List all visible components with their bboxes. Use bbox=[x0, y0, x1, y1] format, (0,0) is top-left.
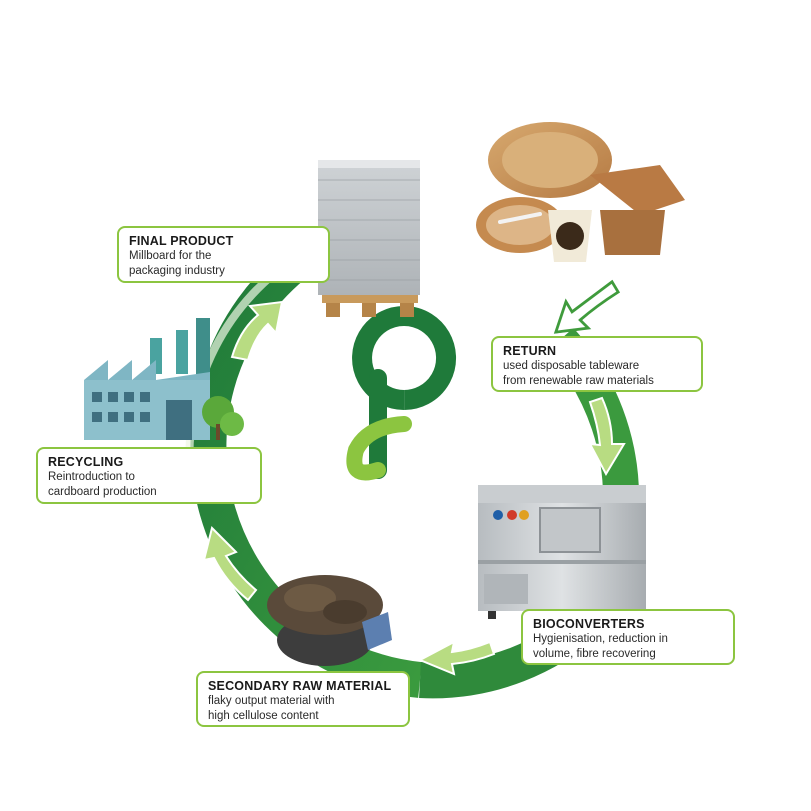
stage-desc-line1: Hygienisation, reduction in bbox=[533, 633, 668, 645]
arrow-left-lower-icon bbox=[417, 640, 496, 676]
factory-icon bbox=[84, 318, 244, 440]
stage-desc-line2: from renewable raw materials bbox=[503, 375, 654, 387]
flow-arrows bbox=[202, 279, 626, 676]
stage-title: BIOCONVERTERS bbox=[533, 617, 645, 631]
stage-desc-line2: high cellulose content bbox=[208, 710, 319, 722]
logo-icon bbox=[346, 306, 457, 481]
stage-desc-line1: used disposable tableware bbox=[503, 360, 640, 372]
fibre-in-hands-icon bbox=[267, 575, 392, 666]
stage-card-recycling: RECYCLING Reintroduction to cardboard pr… bbox=[36, 447, 262, 504]
stage-desc-line1: Millboard for the bbox=[129, 250, 212, 262]
stage-card-bioconverters: BIOCONVERTERS Hygienisation, reduction i… bbox=[521, 609, 735, 665]
stage-desc-line1: Reintroduction to bbox=[48, 471, 135, 483]
stage-desc-line2: cardboard production bbox=[48, 486, 157, 498]
stage-desc-line1: flaky output material with bbox=[208, 695, 335, 707]
tableware-icon bbox=[476, 122, 685, 262]
arrow-down-right-icon bbox=[588, 396, 626, 477]
stage-card-final-product: FINAL PRODUCT Millboard for the packagin… bbox=[117, 226, 330, 283]
stage-desc-line2: volume, fibre recovering bbox=[533, 648, 656, 660]
stage-desc-line2: packaging industry bbox=[129, 265, 225, 277]
arrow-up-left-icon bbox=[230, 300, 284, 362]
arrow-up-left-lower-icon bbox=[202, 526, 258, 602]
arrow-return-curve-icon bbox=[553, 279, 621, 334]
stage-title: RECYCLING bbox=[48, 455, 124, 469]
stage-title: FINAL PRODUCT bbox=[129, 234, 234, 248]
stage-title: SECONDARY RAW MATERIAL bbox=[208, 679, 392, 693]
stage-title: RETURN bbox=[503, 344, 557, 358]
stage-card-secondary-raw-material: SECONDARY RAW MATERIAL flaky output mate… bbox=[196, 671, 410, 727]
bioconverter-machine-icon bbox=[478, 485, 646, 619]
millboard-stack-icon bbox=[318, 160, 420, 317]
stage-card-return: RETURN used disposable tableware from re… bbox=[491, 336, 703, 392]
